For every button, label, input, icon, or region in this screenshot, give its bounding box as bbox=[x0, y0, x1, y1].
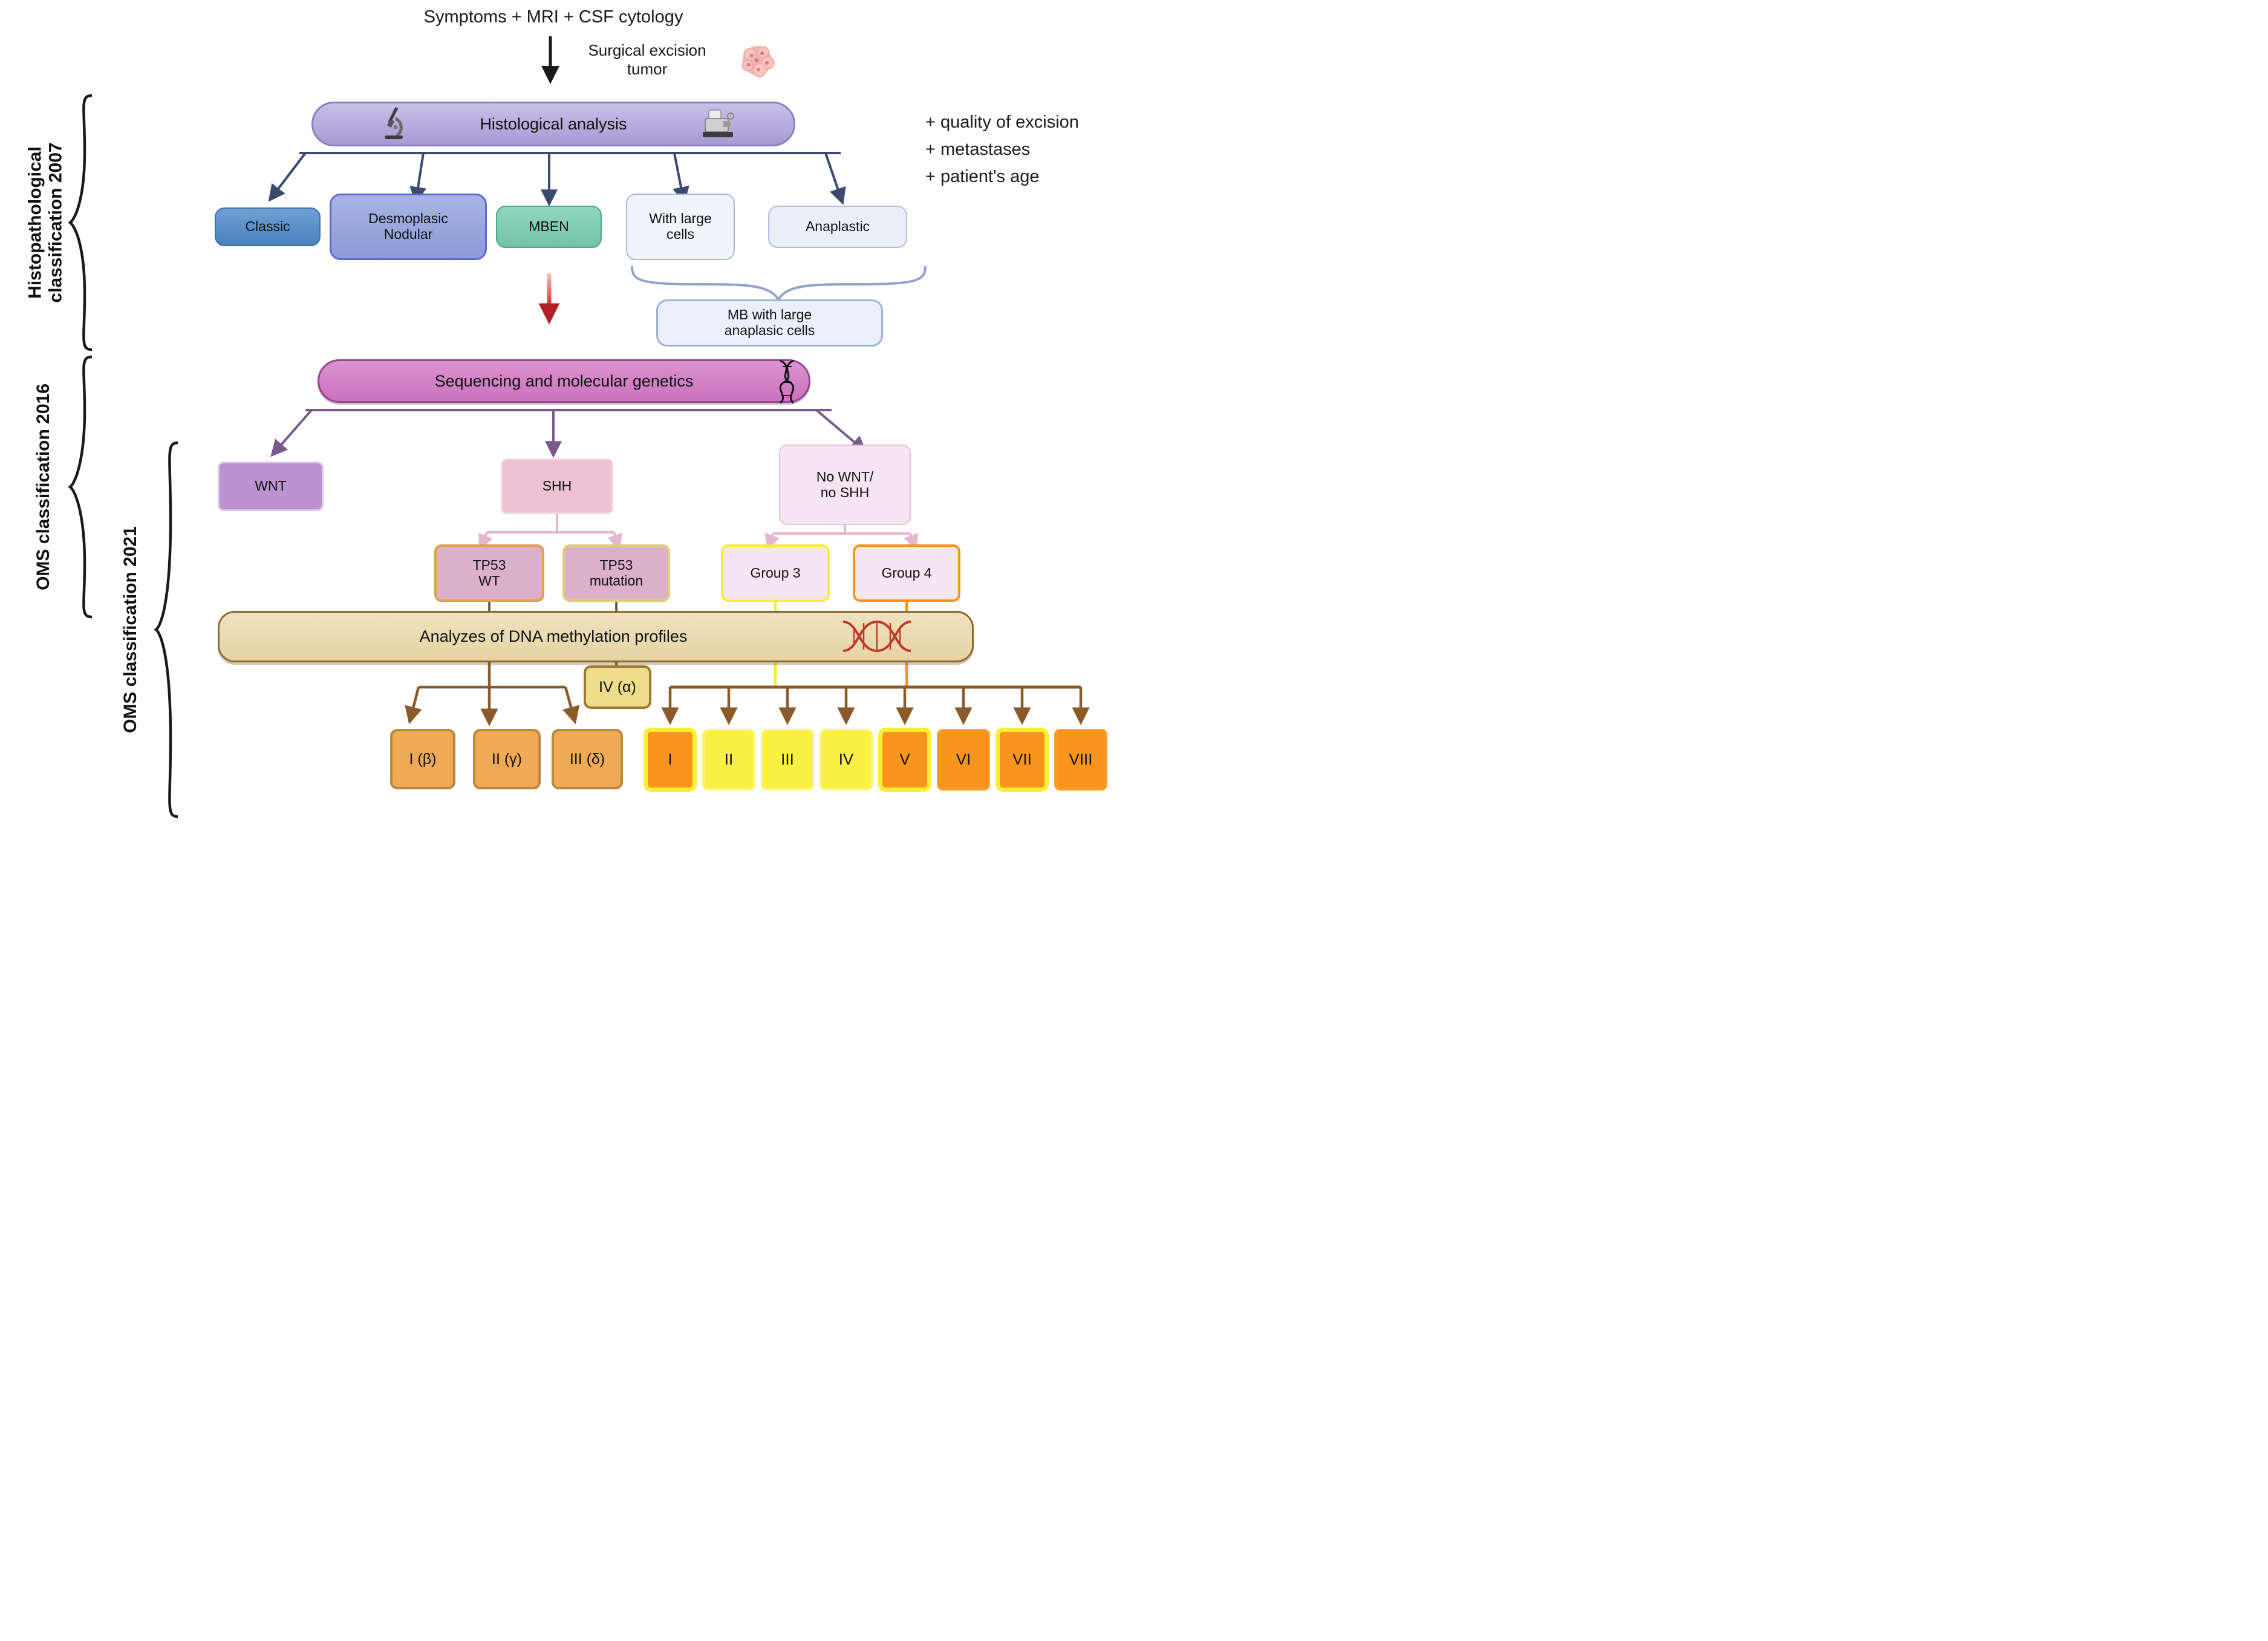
note-metastases: + metastases bbox=[925, 139, 1031, 159]
box-classic: Classic bbox=[215, 207, 321, 246]
microscope-icon bbox=[385, 106, 403, 139]
box-g34-subtype-vii: VII bbox=[996, 728, 1049, 792]
box-tp53-wt: TP53 WT bbox=[434, 544, 544, 602]
box-wnt: WNT bbox=[218, 462, 324, 511]
box-tp53-mutation: TP53 mutation bbox=[562, 544, 670, 602]
box-desmoplasic-nodular: Desmoplasic Nodular bbox=[330, 194, 487, 260]
box-subtype-iv-alpha: IV (α) bbox=[584, 665, 651, 709]
diagram-title: Symptoms + MRI + CSF cytology bbox=[423, 7, 683, 27]
additional-criteria-notes: + quality of excision + metastases + pat… bbox=[925, 109, 1079, 191]
medulloblastoma-classification-diagram: Symptoms + MRI + CSF cytology Surgical e… bbox=[0, 0, 1134, 820]
surgical-excision-label: Surgical excision tumor bbox=[588, 41, 706, 79]
box-g34-subtype-iii: III bbox=[761, 729, 814, 791]
methylation-pill: Analyzes of DNA methylation profiles bbox=[218, 611, 974, 662]
note-quality: + quality of excision bbox=[925, 113, 1079, 132]
box-group-4: Group 4 bbox=[853, 544, 960, 602]
brace-2016 bbox=[68, 355, 93, 619]
note-age: + patient's age bbox=[925, 166, 1040, 186]
box-g34-subtype-v: V bbox=[878, 728, 931, 792]
g34-subtype-arrows bbox=[661, 685, 1090, 725]
box-g34-subtype-viii: VIII bbox=[1054, 729, 1107, 791]
box-g34-subtype-iv: IV bbox=[820, 729, 873, 791]
tumor-icon bbox=[741, 46, 775, 77]
box-mb-large-anaplasic: MB with large anaplasic cells bbox=[656, 299, 883, 347]
dna-helix-red-icon bbox=[842, 620, 911, 653]
side-label-oms-2021: OMS classification 2021 bbox=[120, 526, 141, 733]
box-subtype-i-beta: I (β) bbox=[390, 729, 455, 789]
brace-2007 bbox=[68, 94, 93, 351]
box-with-large-cells: With large cells bbox=[626, 194, 735, 260]
box-g34-subtype-i: I bbox=[644, 728, 697, 792]
sequencing-pill: Sequencing and molecular genetics bbox=[318, 359, 810, 403]
shh-subtype-arrows bbox=[405, 662, 618, 726]
shh-split-connector bbox=[478, 514, 623, 550]
side-label-oms-2016: OMS classification 2016 bbox=[33, 383, 54, 590]
brace-large-anaplastic bbox=[631, 266, 927, 302]
dna-icon bbox=[779, 359, 795, 404]
connector-layer bbox=[68, 36, 1090, 818]
box-g34-subtype-vi: VI bbox=[937, 729, 990, 791]
microtome-icon bbox=[703, 109, 734, 137]
brace-2021 bbox=[154, 441, 178, 818]
box-mben: MBEN bbox=[496, 206, 602, 248]
histology-branch-arrows bbox=[268, 152, 846, 207]
side-label-histopathological-2007: Histopathological classification 2007 bbox=[25, 142, 65, 303]
box-subtype-ii-gamma: II (γ) bbox=[473, 729, 541, 789]
sequencing-branch-arrows bbox=[270, 409, 867, 458]
box-group-3: Group 3 bbox=[721, 544, 830, 602]
box-g34-subtype-ii: II bbox=[702, 729, 755, 791]
box-no-wnt-no-shh: No WNT/ no SHH bbox=[779, 445, 911, 525]
box-shh: SHH bbox=[501, 458, 613, 514]
nownt-split-connector bbox=[764, 525, 919, 550]
box-anaplastic: Anaplastic bbox=[768, 206, 907, 248]
box-subtype-iii-delta: III (δ) bbox=[552, 729, 623, 789]
